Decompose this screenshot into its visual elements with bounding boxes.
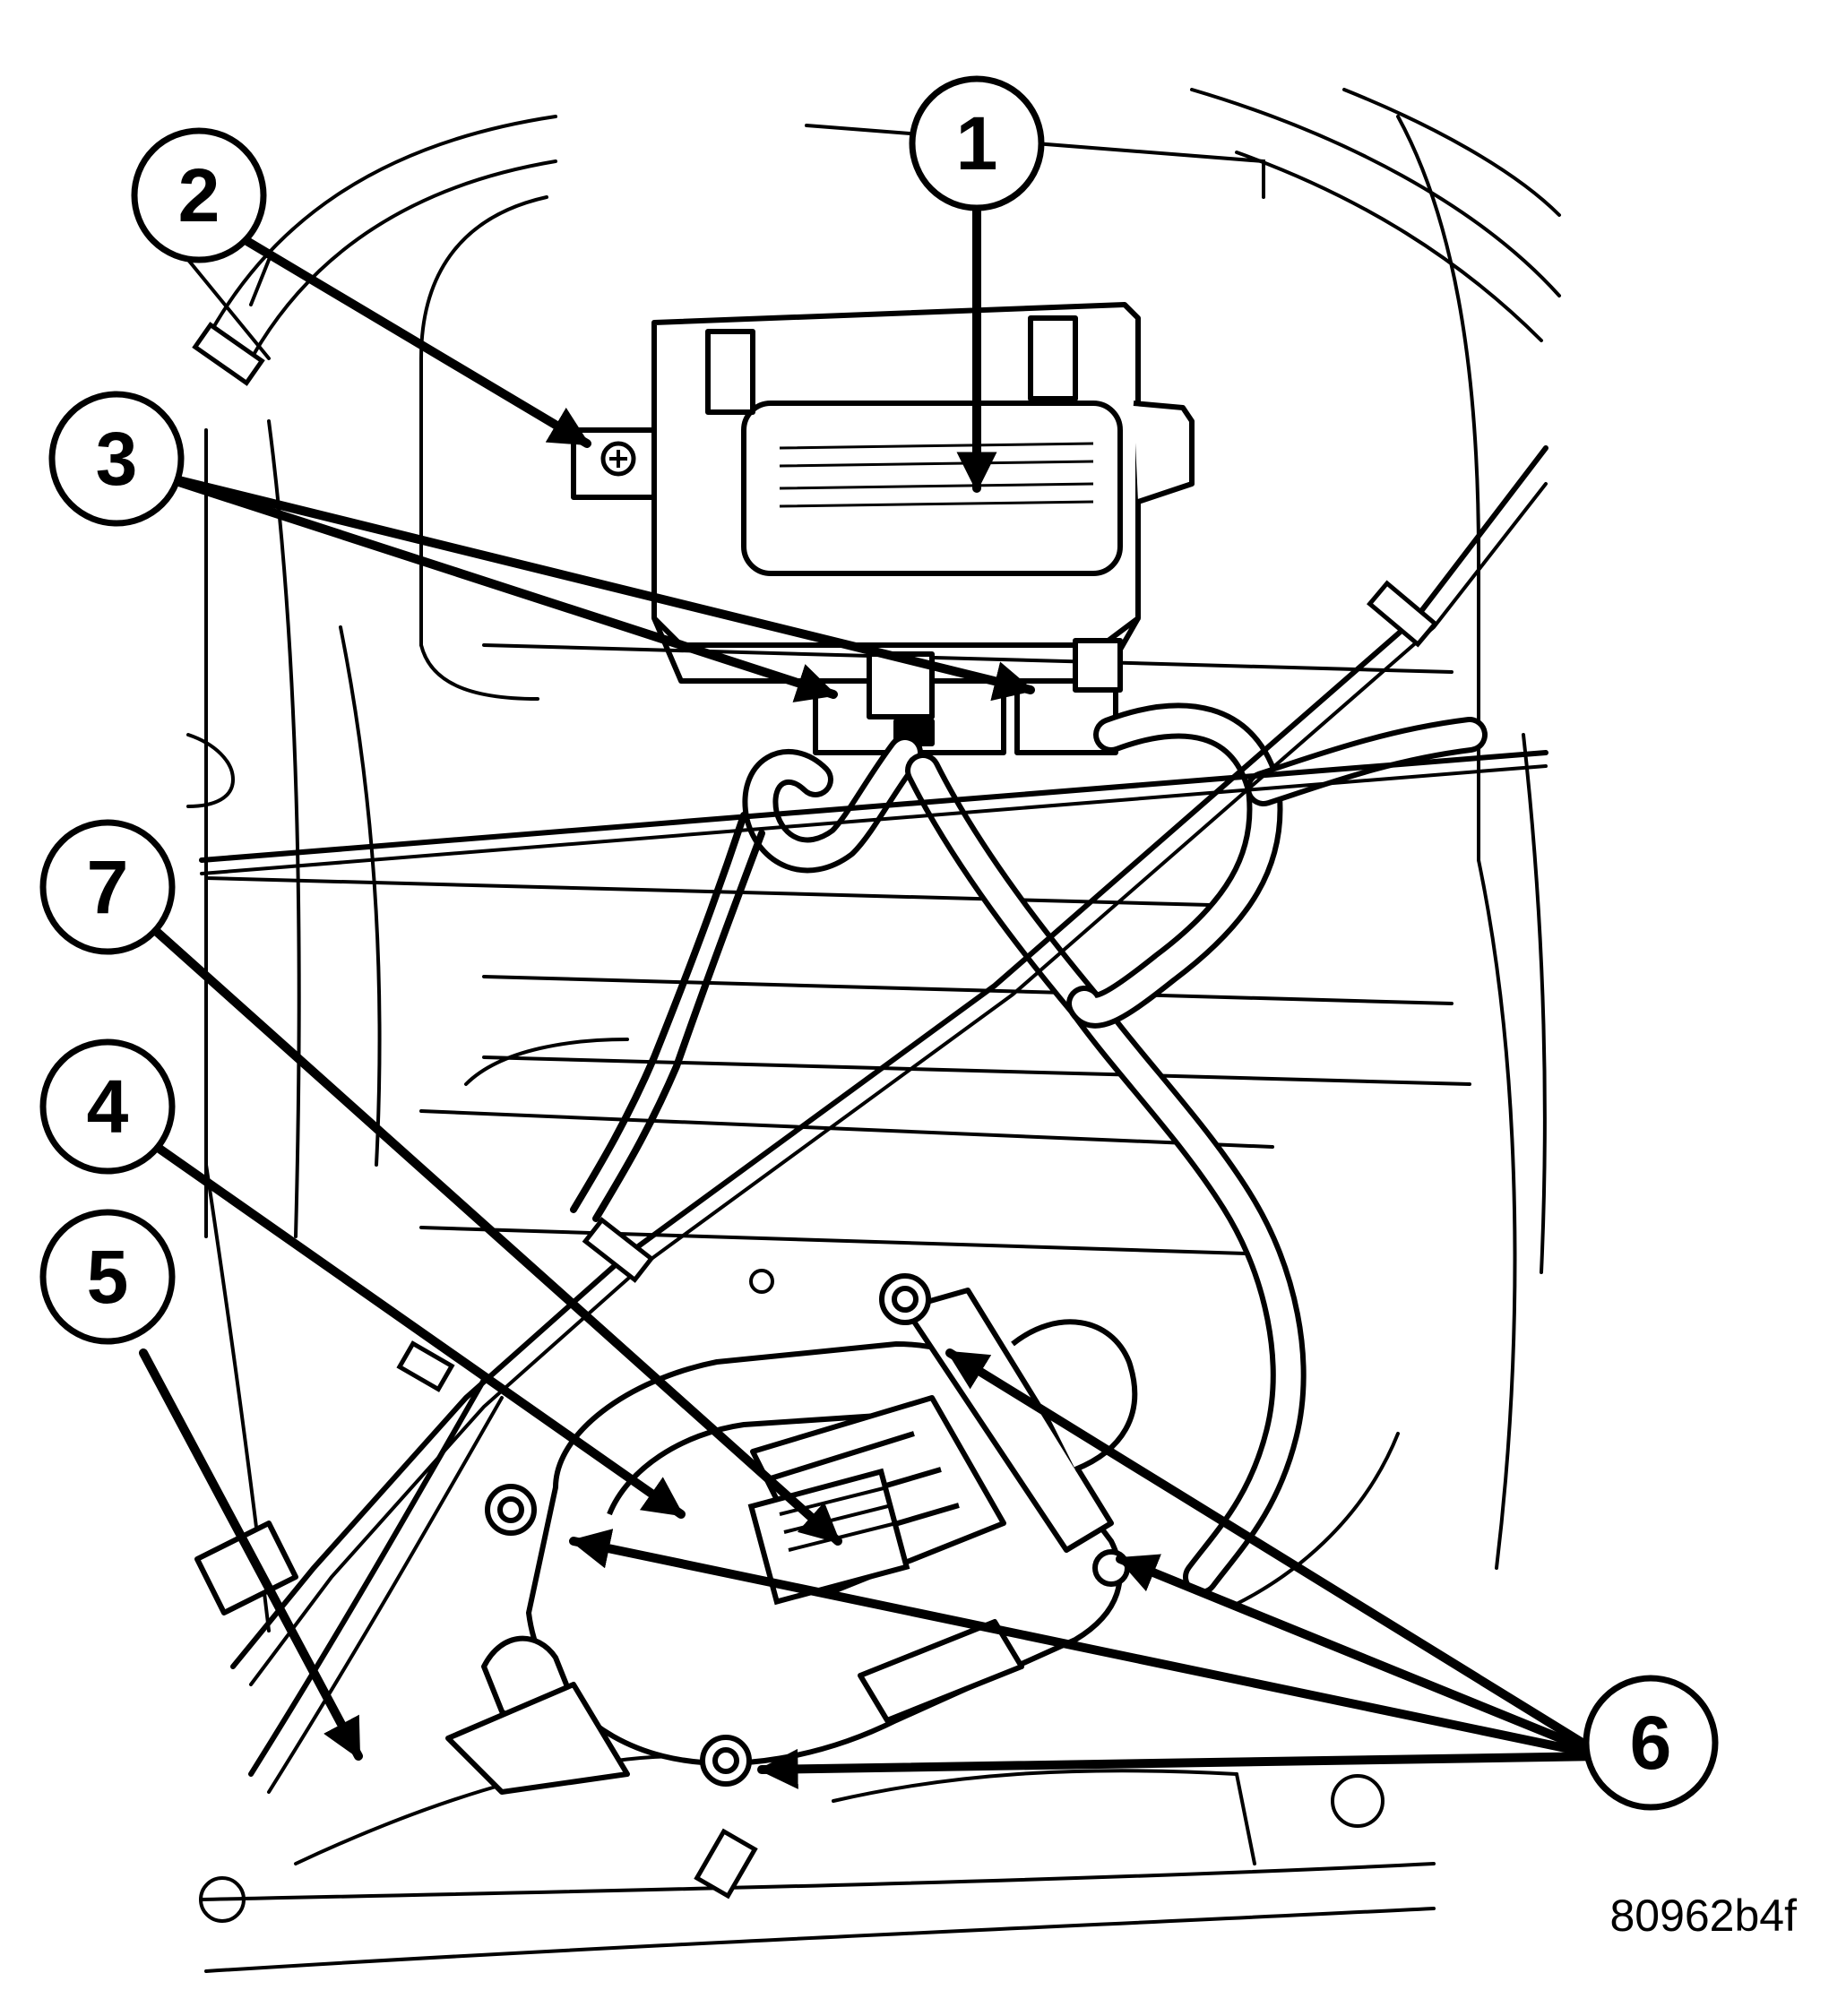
cable-clips bbox=[192, 322, 1438, 1900]
callout-1-label: 1 bbox=[956, 101, 998, 185]
callout-7-label: 7 bbox=[87, 845, 129, 929]
callout-4: 4 bbox=[39, 1038, 176, 1175]
callout-1: 1 bbox=[909, 75, 1045, 211]
module-label-barcode bbox=[779, 442, 1094, 508]
callout-6: 6 bbox=[1583, 1675, 1719, 1811]
wire-harness bbox=[570, 702, 1488, 1595]
callout-5-label: 5 bbox=[87, 1235, 129, 1319]
callout-7: 7 bbox=[39, 819, 176, 955]
callout-3: 3 bbox=[48, 391, 185, 527]
mounting-bolts bbox=[485, 1273, 1130, 1787]
leader-lines bbox=[139, 188, 1609, 1789]
callout-5: 5 bbox=[39, 1209, 176, 1345]
module-screw bbox=[600, 441, 636, 477]
figure-id: 80962b4f bbox=[1609, 1891, 1797, 1941]
door-control-module bbox=[571, 302, 1195, 684]
callout-3-label: 3 bbox=[96, 417, 138, 501]
callout-2-label: 2 bbox=[178, 153, 220, 237]
callout-6-label: 6 bbox=[1630, 1701, 1672, 1785]
callout-4-label: 4 bbox=[87, 1064, 129, 1149]
callout-2: 2 bbox=[131, 127, 267, 263]
